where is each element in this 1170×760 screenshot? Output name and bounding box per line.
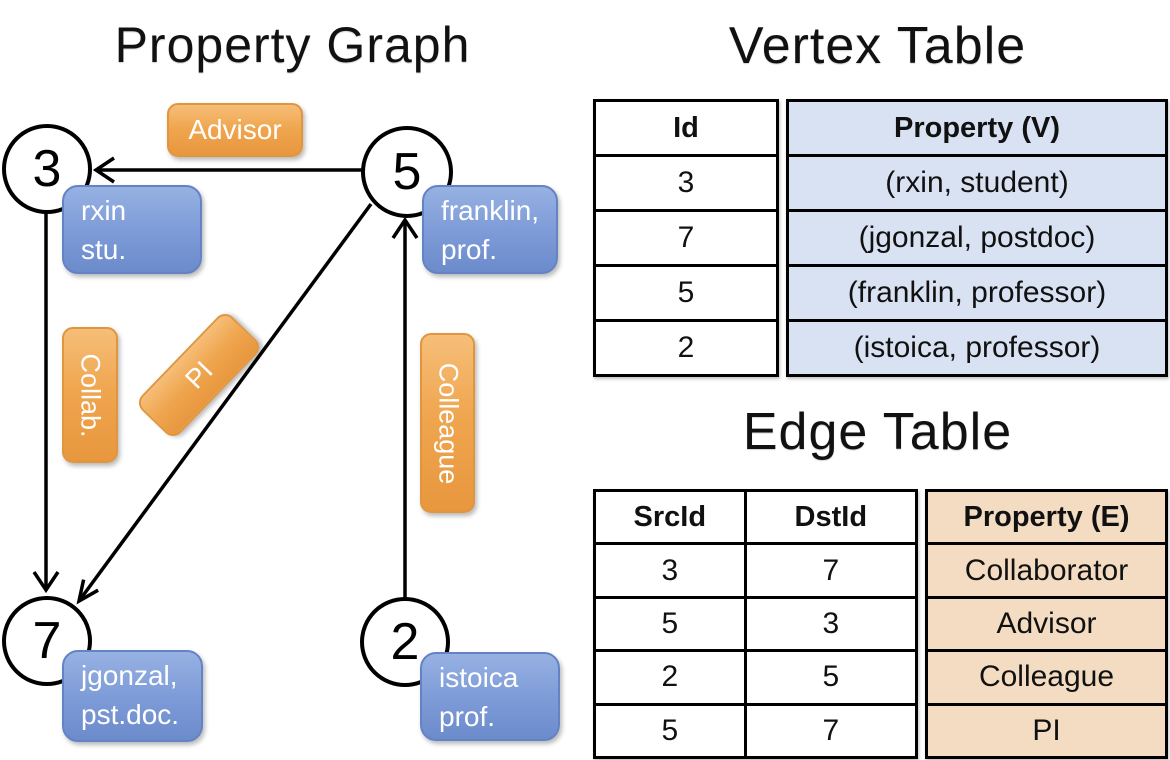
vertex-property-box-2: istoica prof. [420,652,560,741]
vertex-property-line: prof. [439,701,496,732]
edge-label-collab: Collab. [62,327,118,463]
edge-label-advisor: Advisor [167,103,303,157]
vertex-property-box-5: franklin, prof. [422,185,558,274]
table-cell: 2 [661,660,679,694]
arrowhead-2-5 [391,216,419,239]
edge-label-colleague: Colleague [420,333,475,513]
edge-table-id-columns: SrcId DstId 3 7 5 3 2 5 5 7 [593,489,918,759]
vertex-property-line: jgonzal, [81,660,178,691]
graph-node-2: 2 [360,597,450,687]
vertex-property-line: franklin, [441,195,540,226]
edge-label-colleague-text: Colleague [433,362,463,484]
table-cell: 3 [596,154,776,209]
graph-edges-layer [32,156,419,605]
edge-table-header-srcid: SrcId [633,500,707,533]
table-row: 2 5 [596,649,915,703]
vertex-property-box-7: jgonzal, pst.doc. [62,650,203,742]
vertex-table-header-id: Id [673,111,699,144]
table-cell: Advisor [928,595,1165,649]
vertex-property-box-3: rxin stu. [62,185,202,274]
vertex-table-header-property: Property (V) [894,111,1060,144]
table-cell: Colleague [928,649,1165,702]
vertex-property-line: prof. [441,234,498,265]
vertex-table-title: Vertex Table [728,17,1027,75]
table-cell: 3 [743,598,915,650]
table-cell: (rxin, student) [789,154,1165,209]
arrowhead-5-3 [92,156,115,184]
table-cell: (franklin, professor) [789,264,1165,319]
table-cell: 5 [661,607,679,641]
arrowhead-3-7 [32,571,60,594]
table-cell: Collaborator [928,542,1165,595]
edge-table-property-column: Property (E) Collaborator Advisor Collea… [925,489,1168,759]
table-cell: 2 [596,319,776,374]
vertex-property-line: pst.doc. [81,699,180,730]
vertex-property-line: stu. [81,234,127,265]
table-cell: PI [928,702,1165,756]
edge-table-header-property: Property (E) [963,500,1130,533]
vertex-property-line: rxin [81,195,127,226]
table-cell: 5 [661,713,679,747]
table-row: SrcId DstId [596,492,915,543]
arrowhead-5-7 [76,579,99,605]
table-cell: (istoica, professor) [789,319,1165,374]
table-cell: (jgonzal, postdoc) [789,209,1165,264]
edge-table-title: Edge Table [742,403,1013,461]
table-cell: 7 [596,209,776,264]
table-row: 3 7 [596,542,915,596]
edge-label-pi-text: PI [178,355,219,395]
edge-line-5-7 [77,202,373,603]
edge-label-advisor-text: Advisor [188,114,282,145]
table-row: 5 3 [596,595,915,650]
edge-table-header-dstid: DstId [743,492,915,543]
table-row: 5 7 [596,702,915,757]
table-cell: 5 [596,264,776,319]
edge-label-collab-text: Collab. [75,352,106,438]
vertex-property-line: istoica [439,662,519,693]
property-graph-title: Property Graph [114,17,471,73]
table-cell: 3 [661,553,679,587]
vertex-table-id-column: Id 3 7 5 2 [593,99,779,377]
table-cell: 7 [743,705,915,757]
vertex-table-property-column: Property (V) (rxin, student) (jgonzal, p… [786,99,1168,377]
table-cell: 7 [743,545,915,596]
table-cell: 5 [743,652,915,703]
